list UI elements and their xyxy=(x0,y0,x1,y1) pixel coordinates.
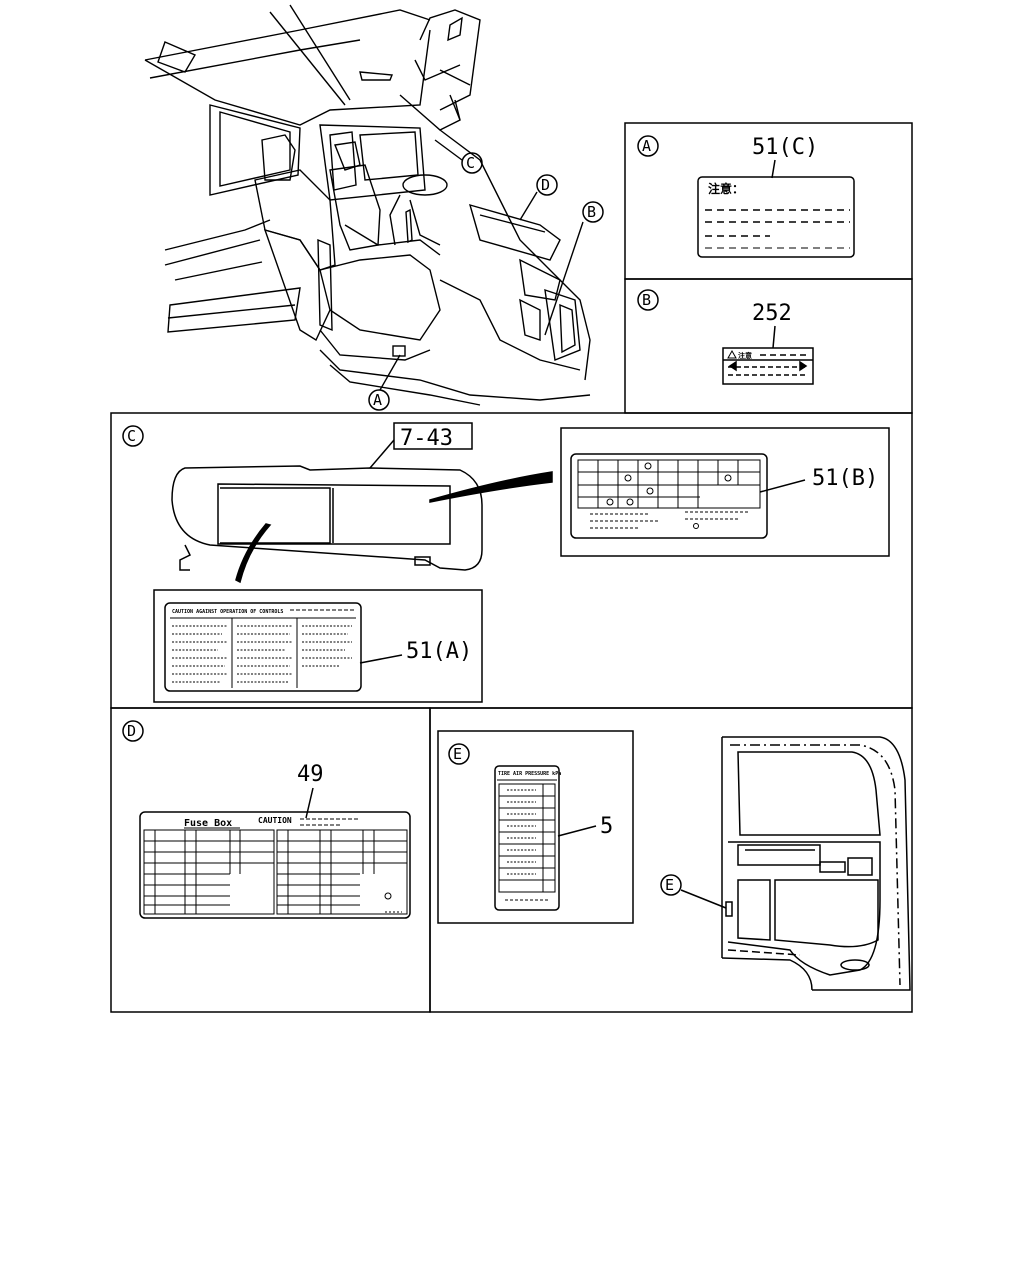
label-51a xyxy=(164,602,362,692)
panel-c-letter: C xyxy=(127,427,136,445)
svg-text:C: C xyxy=(466,154,475,172)
svg-text:TIRE AIR PRESSURE kPa: TIRE AIR PRESSURE kPa xyxy=(498,771,561,777)
svg-text:B: B xyxy=(587,203,596,221)
panel-b: B 252 注意 xyxy=(624,278,913,414)
part-number-51b: 51(B) xyxy=(812,466,878,491)
panel-e xyxy=(437,730,634,924)
panel-a-letter: A xyxy=(642,137,651,155)
label-49 xyxy=(139,811,411,919)
label-51b-icon-grid xyxy=(577,459,761,509)
fuse-table-left xyxy=(143,829,275,915)
svg-text:D: D xyxy=(541,176,550,194)
svg-text:A: A xyxy=(373,391,382,409)
door-callout-e: E xyxy=(665,876,674,894)
label-5-location-mark xyxy=(725,901,733,917)
part-number-743-box xyxy=(393,422,473,450)
door-illustration xyxy=(721,736,911,991)
label-5 xyxy=(494,765,560,911)
callout-c-top: C xyxy=(461,152,483,174)
label-51b xyxy=(570,453,768,539)
label-51c xyxy=(697,176,855,258)
panel-a: A 51(C) 注意： xyxy=(624,122,913,280)
label-252 xyxy=(722,347,814,385)
part-number-51c: 51(C) xyxy=(752,135,818,160)
part-number-252: 252 xyxy=(752,301,792,326)
callout-b-top: B xyxy=(582,201,604,223)
panel-e-letter: E xyxy=(453,745,462,763)
callout-d-top: D xyxy=(536,174,558,196)
cab-interior-illustration xyxy=(144,4,591,406)
svg-text:Fuse Box: Fuse Box xyxy=(184,818,232,829)
part-number-51a: 51(A) xyxy=(406,639,472,664)
svg-text:注意: 注意 xyxy=(738,351,752,360)
svg-text:CAUTION AGAINST OPERATION OF C: CAUTION AGAINST OPERATION OF CONTROLS xyxy=(172,609,283,615)
part-number-5: 5 xyxy=(600,814,613,839)
svg-text:CAUTION: CAUTION xyxy=(258,816,292,825)
panel-c: C 7-43 51(B) CAUT xyxy=(110,412,913,709)
sun-visor xyxy=(171,465,483,571)
panel-d-letter: D xyxy=(127,722,136,740)
fuse-table-right xyxy=(276,829,408,915)
panel-d: D 49 Fuse Box CAUTION xyxy=(110,707,431,1013)
panel-b-letter: B xyxy=(642,291,651,309)
part-number-743: 7-43 xyxy=(400,426,453,451)
part-number-49: 49 xyxy=(297,762,324,787)
label-51a-frame xyxy=(153,589,483,703)
callout-a-top: A xyxy=(368,389,390,411)
panel-e-region: E TIRE AIR PRESSURE kPa 5 xyxy=(429,707,913,1013)
label-51b-frame xyxy=(560,427,890,557)
svg-text:注意：: 注意： xyxy=(708,181,744,196)
